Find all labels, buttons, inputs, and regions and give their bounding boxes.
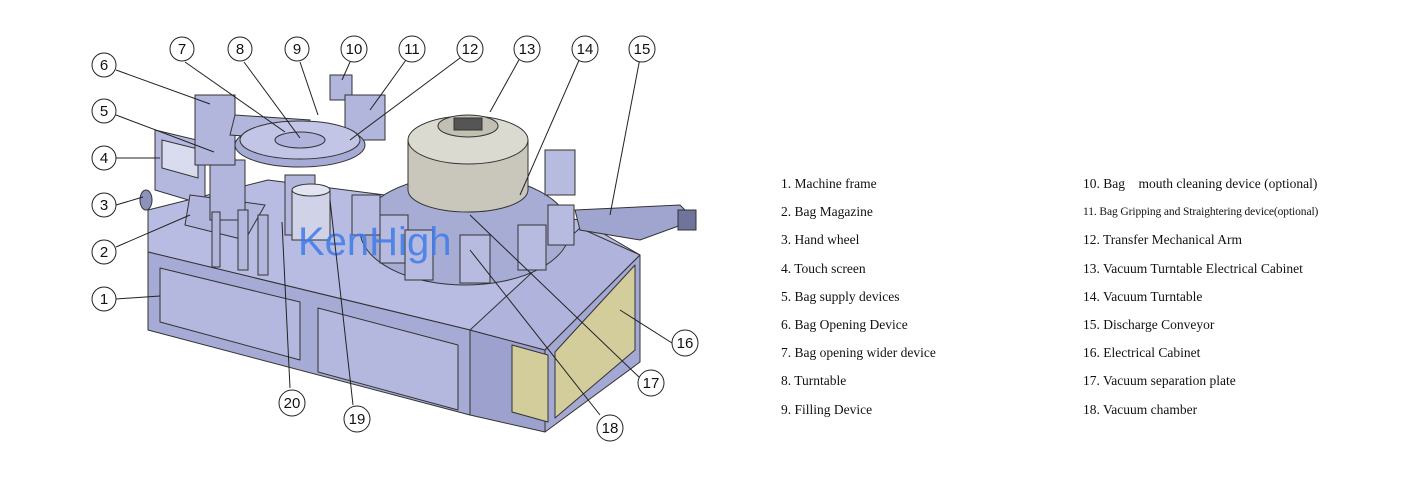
callout-10: 10: [340, 35, 368, 63]
legend-item-6: 6. Bag Opening Device: [781, 316, 908, 332]
legend-item-14: 14. Vacuum Turntable: [1083, 288, 1203, 304]
svg-text:15: 15: [634, 41, 651, 58]
svg-text:10: 10: [346, 41, 363, 58]
svg-text:18: 18: [602, 420, 619, 437]
svg-text:7: 7: [178, 41, 186, 58]
callout-20: 20: [278, 389, 306, 417]
legend-item-15: 15. Discharge Conveyor: [1083, 316, 1215, 332]
legend-item-4: 4. Touch screen: [781, 260, 866, 276]
legend-item-11: 11. Bag Gripping and Straightering devic…: [1083, 206, 1319, 219]
svg-text:5: 5: [100, 103, 108, 120]
legend-item-5: 5. Bag supply devices: [781, 288, 900, 304]
svg-text:11: 11: [404, 41, 420, 58]
svg-text:4: 4: [100, 150, 108, 167]
svg-text:12: 12: [462, 41, 479, 58]
legend-item-10: 10. Bag mouth cleaning device (optional): [1083, 176, 1318, 191]
svg-text:16: 16: [677, 335, 694, 352]
callout-9: 9: [284, 36, 310, 62]
vacuum-turntable-electrical-cabinet: [407, 114, 529, 213]
svg-text:1: 1: [100, 291, 108, 308]
svg-text:8: 8: [236, 41, 244, 58]
leader-lines: [115, 57, 673, 416]
callout-16: 16: [671, 329, 699, 357]
legend-item-16: 16. Electrical Cabinet: [1083, 345, 1201, 361]
legend-item-2: 2. Bag Magazine: [781, 204, 873, 220]
svg-text:14: 14: [577, 41, 594, 58]
svg-text:9: 9: [293, 41, 301, 58]
callout-14: 14: [571, 35, 599, 63]
callout-5: 5: [91, 98, 117, 124]
legend-item-8: 8. Turntable: [781, 373, 847, 389]
callouts: 1 2 3 4 5 6 7 8 9 10 11 12 13 14 15 16 1…: [91, 35, 699, 442]
filling-device: [291, 183, 331, 241]
callout-12: 12: [456, 35, 484, 63]
callout-7: 7: [169, 36, 195, 62]
callout-6: 6: [91, 52, 117, 78]
svg-text:20: 20: [284, 395, 301, 412]
electrical-cabinet: [469, 227, 641, 433]
legend-right-column: 10. Bag mouth cleaning device (optional)…: [1083, 170, 1318, 424]
legend-left-column: 1. Machine frame 2. Bag Magazine 3. Hand…: [781, 170, 936, 424]
callout-4: 4: [91, 145, 117, 171]
callout-8: 8: [227, 36, 253, 62]
legend-item-13: 13. Vacuum Turntable Electrical Cabinet: [1083, 260, 1303, 276]
callout-2: 2: [91, 239, 117, 265]
callout-1: 1: [91, 286, 117, 312]
svg-text:17: 17: [643, 375, 660, 392]
legend-item-12: 12. Transfer Mechanical Arm: [1083, 232, 1242, 248]
svg-text:3: 3: [100, 197, 108, 214]
callout-11: 11: [398, 35, 426, 63]
callout-13: 13: [513, 35, 541, 63]
legend-item-18: 18. Vacuum chamber: [1083, 401, 1198, 417]
callout-19: 19: [343, 405, 371, 433]
legend-item-7: 7. Bag opening wider device: [781, 345, 936, 361]
turntable: [234, 120, 366, 168]
legend-item-1: 1. Machine frame: [781, 176, 877, 191]
legend-item-9: 9. Filling Device: [781, 401, 873, 417]
machine-diagram: KenHigh 1 2 3 4 5 6 7 8 9 10 11 12: [91, 35, 699, 442]
callout-3: 3: [91, 192, 117, 218]
callout-18: 18: [596, 414, 624, 442]
svg-text:6: 6: [100, 57, 108, 74]
hand-wheel: [139, 189, 153, 211]
legend-item-17: 17. Vacuum separation plate: [1083, 373, 1236, 389]
watermark: KenHigh: [298, 220, 451, 264]
legend-item-3: 3. Hand wheel: [781, 232, 860, 248]
callout-17: 17: [637, 369, 665, 397]
svg-text:19: 19: [349, 411, 366, 428]
callout-15: 15: [628, 35, 656, 63]
svg-text:13: 13: [519, 41, 536, 58]
touch-screen: [154, 129, 206, 206]
svg-text:2: 2: [100, 244, 108, 261]
discharge-conveyor: [574, 204, 697, 241]
